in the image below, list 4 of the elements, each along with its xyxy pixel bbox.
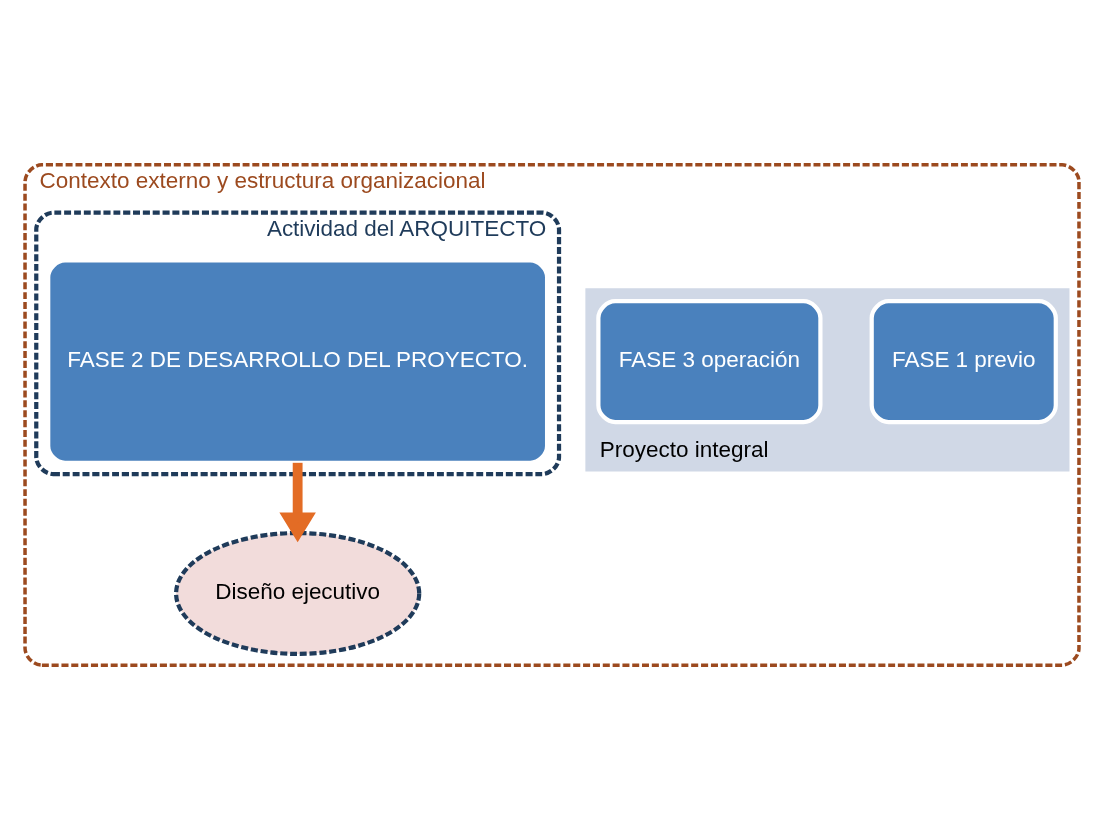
node-box: FASE 1 previo: [869, 298, 1058, 424]
node-ellipse: Diseño ejecutivo: [174, 530, 422, 656]
node-box: FASE 3 operación: [596, 298, 823, 424]
arrow: [279, 462, 316, 542]
